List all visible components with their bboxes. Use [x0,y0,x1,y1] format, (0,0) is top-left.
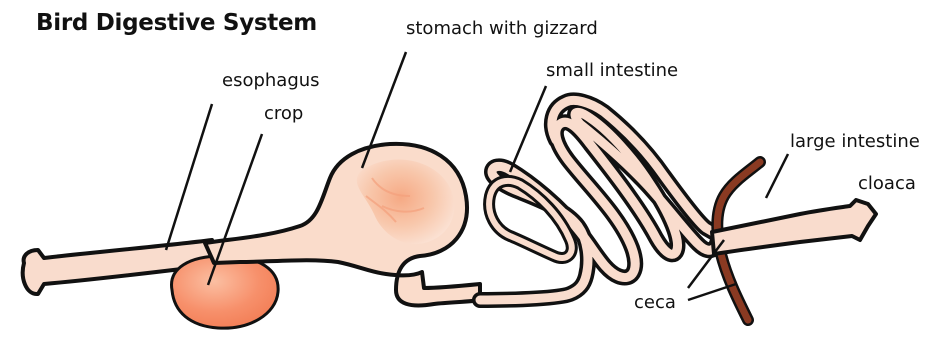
diagram-title: Bird Digestive System [36,10,317,36]
esophagus-pointer [166,104,212,250]
small-intestine-shape [480,100,720,300]
small-intestine-pointer [510,86,546,172]
label-small-intestine: small intestine [546,62,678,80]
large-intestine-shape [712,200,876,254]
label-stomach: stomach with gizzard [406,20,598,38]
large-intestine-pointer [766,154,788,198]
label-large-intestine: large intestine [790,133,920,151]
label-esophagus: esophagus [222,72,320,90]
crop-shape [172,256,279,328]
label-crop: crop [264,105,303,123]
label-ceca: ceca [634,294,676,312]
label-cloaca: cloaca [858,175,916,193]
